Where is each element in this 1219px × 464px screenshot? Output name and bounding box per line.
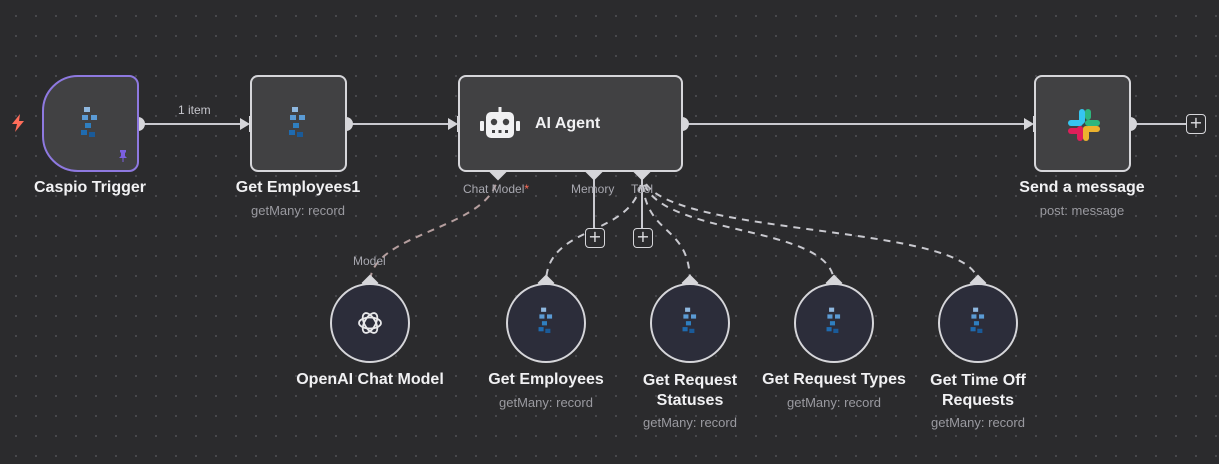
node-openai-chat-model[interactable]: [330, 283, 410, 363]
slack-icon: [1066, 107, 1102, 148]
add-tool-button[interactable]: +: [633, 228, 653, 248]
node-get-employees[interactable]: [506, 283, 586, 363]
node-ai-agent[interactable]: AI Agent: [458, 75, 683, 172]
item-count-label: 1 item: [178, 103, 211, 117]
node-subtitle: getMany: record: [643, 415, 737, 430]
node-title: Get Employees1: [235, 179, 361, 196]
node-subtitle: getMany: record: [499, 395, 593, 410]
node-subtitle: getMany: record: [931, 415, 1025, 430]
node-get-request-types[interactable]: [794, 283, 874, 363]
robot-icon: [480, 107, 520, 146]
node-title: OpenAI Chat Model: [296, 371, 444, 388]
required-mark: *: [524, 182, 530, 196]
node-title: Get Employees: [488, 371, 604, 388]
node-title: AI Agent: [535, 115, 601, 132]
node-get-employees1[interactable]: [250, 75, 347, 172]
port-label-model: Model: [353, 254, 386, 268]
node-get-time-off-requests[interactable]: [938, 283, 1018, 363]
node-subtitle: post: message: [1039, 203, 1125, 218]
caspio-icon: [78, 107, 104, 146]
caspio-icon: [286, 107, 312, 146]
chat-model-label: Chat Model: [463, 182, 525, 196]
node-subtitle: getMany: record: [787, 395, 881, 410]
caspio-icon: [680, 307, 702, 342]
node-caspio-trigger[interactable]: [42, 75, 139, 172]
node-title: Caspio Trigger: [33, 179, 147, 196]
openai-icon: [356, 309, 384, 342]
caspio-icon: [968, 307, 990, 342]
trigger-bolt-icon: [11, 114, 25, 137]
pin-icon: [116, 149, 130, 168]
add-node-button[interactable]: +: [1186, 114, 1206, 134]
port-label-tool: Tool: [631, 182, 654, 196]
caspio-icon: [536, 307, 558, 342]
node-title: Send a message: [1019, 179, 1145, 196]
port-label-chat-model: Chat Model*: [463, 182, 529, 196]
node-title: Get Request Types: [762, 371, 906, 388]
node-send-message[interactable]: [1034, 75, 1131, 172]
node-get-request-statuses[interactable]: [650, 283, 730, 363]
port-label-memory: Memory: [571, 182, 615, 196]
node-title: Get Request Statuses: [642, 372, 738, 409]
node-title: Get Time Off Requests: [930, 372, 1026, 409]
caspio-icon: [824, 307, 846, 342]
add-memory-button[interactable]: +: [585, 228, 605, 248]
node-subtitle: getMany: record: [251, 203, 345, 218]
